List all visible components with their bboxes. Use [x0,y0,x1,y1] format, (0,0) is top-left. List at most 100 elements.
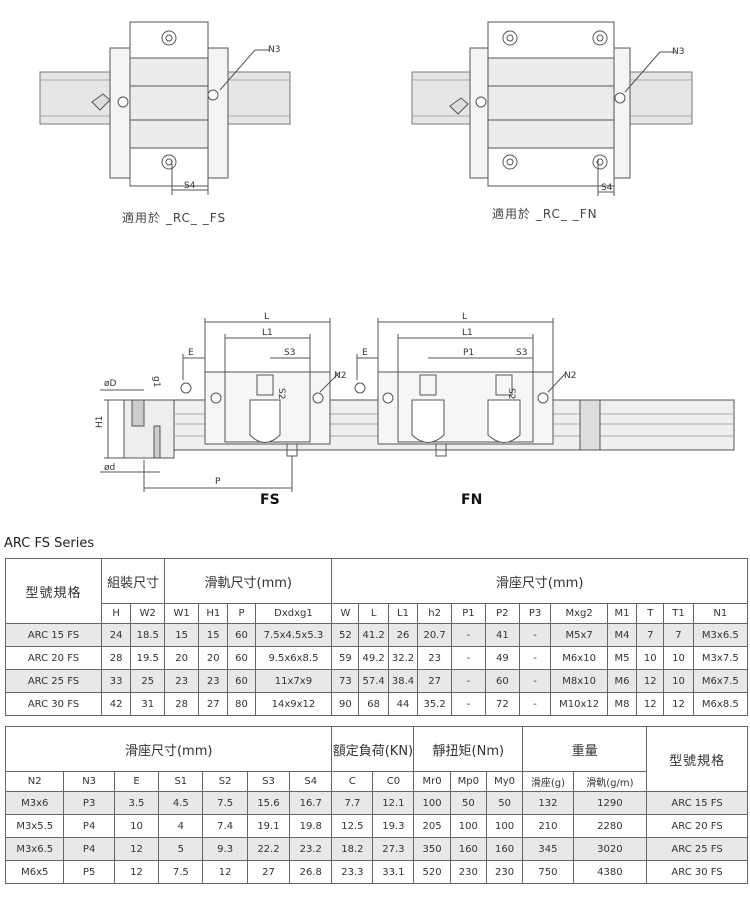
caption-fn: 適用於 _RC_ _FN [492,206,598,221]
fs-label: FS [260,492,280,508]
table-cell: 25 [130,669,166,693]
top-view-fn [411,21,693,196]
table-cell: 132 [522,791,574,815]
dim-L1-fn: L1 [462,328,473,338]
table-cell: 41 [484,623,520,647]
table-cell: 4380 [572,860,648,884]
table-cell: - [451,669,486,693]
table-cell: 72 [484,692,520,716]
table-cell: 230 [449,860,487,884]
table-cell: 60 [227,646,256,670]
table-cell: M6x10 [550,646,608,670]
table-cell: 28 [100,646,132,670]
table-cell: M5x7 [550,623,608,647]
table-cell: ARC 25 FS [646,837,748,861]
table-cell: ARC 15 FS [646,791,748,815]
t1-col-header: L [358,603,389,624]
table-cell: 230 [485,860,524,884]
table-cell: 15 [164,623,200,647]
table-cell: 160 [449,837,487,861]
table-cell: 3020 [572,837,648,861]
table-cell: M10x12 [550,692,608,716]
t1-model-header: 型號規格 [5,558,102,624]
t2-weight-header: 重量 [522,726,648,772]
table-cell: M6 [606,669,638,693]
table-cell: 27 [417,669,453,693]
table-cell: 4.5 [158,791,204,815]
table-cell: M6x8.5 [692,692,749,716]
table-cell: 49 [484,646,520,670]
t2-col-header: 滑座(g) [522,771,574,792]
t1-col-header: h2 [417,603,453,624]
table-cell: 19.5 [130,646,166,670]
table-cell: 12.1 [372,791,415,815]
s4-label-left: S4 [184,181,196,191]
table-cell: M8 [606,692,638,716]
table-cell: 23 [417,646,453,670]
dim-D: øD [104,379,117,389]
table-cell: 15.6 [246,791,291,815]
table-cell: 90 [331,692,360,716]
table-cell: - [451,646,486,670]
dim-N2-fs: N2 [334,371,346,381]
table-cell: - [451,692,486,716]
dim-d: ød [104,463,115,473]
t1-col-header: P3 [518,603,552,624]
table-cell: 12 [113,860,160,884]
table-cell: 41.2 [358,623,389,647]
table-cell: P4 [63,814,115,838]
t1-col-header: Mxg2 [550,603,608,624]
table-cell: 7.5x4.5x5.3 [254,623,333,647]
dim-S3-fs: S3 [284,348,295,358]
table-cell: 9.5x6x8.5 [254,646,333,670]
table-cell: 59 [331,646,360,670]
table-cell: ARC 20 FS [646,814,748,838]
t1-block-header: 滑座尺寸(mm) [331,558,748,604]
table-cell: - [518,669,552,693]
table-cell: 7.4 [202,814,248,838]
table-cell: ARC 20 FS [5,646,102,670]
table-cell: 205 [413,814,451,838]
t2-col-header: S1 [158,771,204,792]
table-cell: 12 [636,692,665,716]
table-cell: P4 [63,837,115,861]
table-cell: 160 [485,837,524,861]
table-cell: 9.3 [202,837,248,861]
table-cell: M3x6 [4,791,65,815]
table-cell: 19.1 [246,814,291,838]
table-cell: 7 [663,623,694,647]
table-cell: 49.2 [358,646,389,670]
table-cell: 27 [246,860,291,884]
t2-col-header: C [331,771,374,792]
table-cell: 19.3 [372,814,415,838]
table-cell: 7.5 [158,860,204,884]
table-cell: 33.1 [372,860,415,884]
t1-assembly-header: 組裝尺寸 [100,558,166,604]
spec-table-2: 滑座尺寸(mm) 額定負荷(KN) 靜扭矩(Nm) 重量 型號規格 N2 N3 … [4,726,748,884]
table-cell: 10 [113,814,160,838]
table-cell: 42 [100,692,132,716]
dim-L1-fs: L1 [262,328,273,338]
t2-torque-header: 靜扭矩(Nm) [413,726,524,772]
table-cell: M3x5.5 [4,814,65,838]
table-cell: 60 [227,623,256,647]
table-cell: M6x7.5 [692,669,749,693]
table-cell: 80 [227,692,256,716]
table-cell: 50 [485,791,524,815]
table-cell: 31 [130,692,166,716]
table-cell: ARC 30 FS [646,860,748,884]
s4-label-right: S4 [601,183,613,193]
t1-col-header: N1 [692,603,749,624]
dim-L-fn: L [462,312,467,322]
table-cell: 1290 [572,791,648,815]
table-cell: M3x6.5 [692,623,749,647]
top-view-drawings: N3 S4 適用於 _RC_ _FS N3 S4 適用於 _RC_ _FN [39,21,693,225]
table-cell: 16.7 [289,791,333,815]
t1-col-header: T1 [663,603,694,624]
